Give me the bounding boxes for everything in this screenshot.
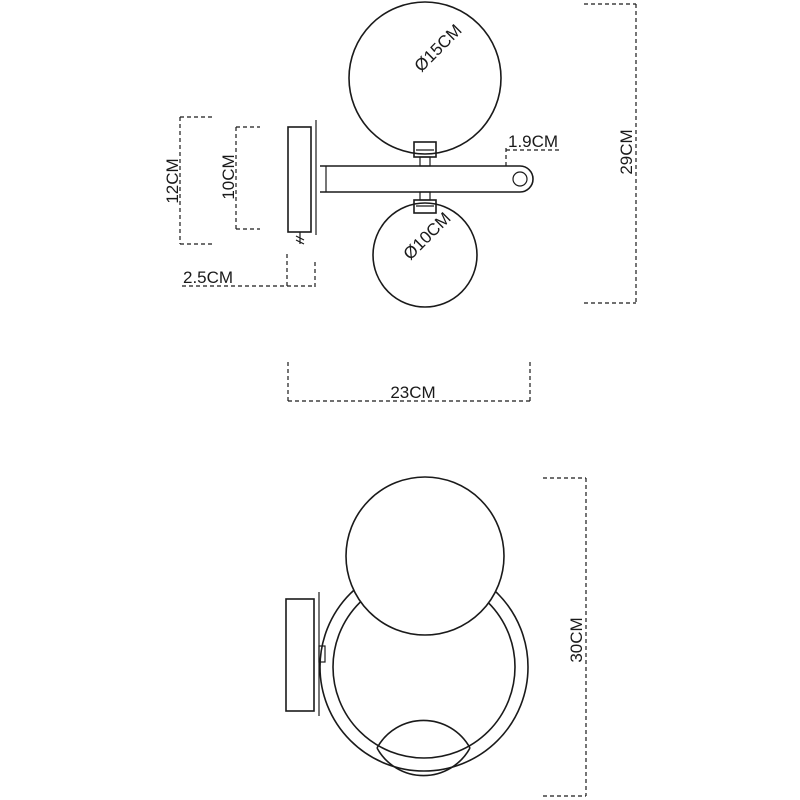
dimension-overall-height-bottom-label: 30CM bbox=[567, 617, 586, 662]
dimension-backplate-height: 12CM bbox=[163, 116, 215, 245]
large-globe-diameter-label: Ø15CM bbox=[411, 21, 466, 76]
lower-globe bbox=[376, 719, 471, 777]
front-backplate bbox=[285, 598, 315, 712]
dimension-backplate-depth-label: 2.5CM bbox=[183, 268, 233, 287]
dimension-overall-width-label: 23CM bbox=[390, 383, 435, 402]
dimension-overall-height-top-label: 29CM bbox=[617, 129, 636, 174]
dimension-backplate-depth: 2.5CM bbox=[182, 254, 316, 288]
dimension-overall-width: 23CM bbox=[287, 362, 531, 403]
dimension-backplate-height-label: 12CM bbox=[163, 158, 182, 203]
upper-globe bbox=[345, 476, 505, 636]
small-globe-stem bbox=[419, 191, 431, 201]
large-globe bbox=[348, 1, 502, 155]
arm bbox=[320, 165, 534, 193]
dimension-arm-diameter-label: 1.9CM bbox=[508, 132, 558, 151]
backplate bbox=[287, 126, 312, 233]
side-elevation-view: 12CM 10CM 2.5CM 1.9CM Ø15CM Ø10CM bbox=[163, 1, 637, 403]
dimension-overall-height-top: 29CM bbox=[584, 3, 637, 304]
small-globe-diameter-label: Ø10CM bbox=[400, 209, 455, 264]
large-globe-stem bbox=[419, 156, 431, 167]
front-connector bbox=[318, 645, 326, 663]
dimension-overall-height-bottom: 30CM bbox=[543, 477, 587, 797]
dimension-arm-diameter: 1.9CM bbox=[505, 132, 560, 166]
front-elevation-view: 30CM bbox=[285, 476, 587, 797]
small-globe bbox=[372, 202, 478, 308]
dimension-backplate-inner-height-label: 10CM bbox=[219, 154, 238, 199]
dimension-backplate-inner-height: 10CM bbox=[219, 126, 260, 230]
arm-end-cap bbox=[512, 171, 528, 187]
switch-cord bbox=[295, 232, 305, 245]
